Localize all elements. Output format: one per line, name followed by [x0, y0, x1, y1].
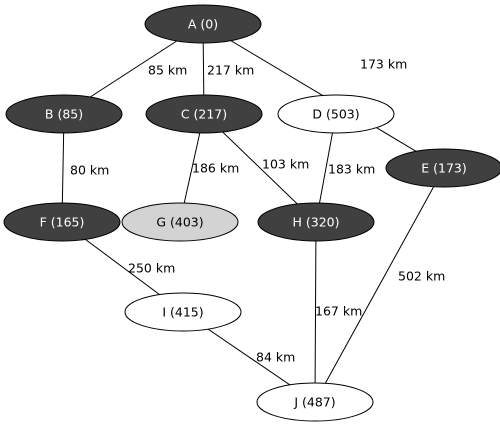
- node-label-d: D (503): [312, 107, 359, 122]
- node-b: B (85): [5, 94, 123, 134]
- node-shape-a: [144, 4, 262, 44]
- node-i: I (415): [124, 292, 242, 332]
- node-label-e: E (173): [421, 161, 466, 176]
- node-label-b: B (85): [45, 107, 83, 122]
- edge-label-f-i: 250 km: [128, 261, 175, 276]
- node-j: J (487): [256, 382, 374, 422]
- node-label-f: F (165): [40, 215, 85, 230]
- node-d: D (503): [277, 94, 395, 134]
- edge-label-c-g: 186 km: [192, 161, 239, 176]
- node-label-h: H (320): [293, 215, 340, 230]
- node-shape-g: [121, 202, 239, 242]
- node-label-a: A (0): [188, 17, 218, 32]
- edge-label-i-j: 84 km: [256, 350, 295, 365]
- node-shape-e: [385, 148, 500, 188]
- edge-labels-layer: 85 km 217 km 173 km 80 km 186 km 103 km 183 km…: [70, 57, 445, 365]
- node-shape-b: [5, 94, 123, 134]
- edge-label-b-f: 80 km: [70, 163, 109, 178]
- node-label-c: C (217): [181, 107, 227, 122]
- node-label-i: I (415): [162, 305, 203, 320]
- node-shape-f: [3, 202, 121, 242]
- node-e: E (173): [385, 148, 500, 188]
- node-label-g: G (403): [156, 215, 203, 230]
- node-shape-c: [145, 94, 263, 134]
- edge-label-h-j: 167 km: [315, 304, 362, 319]
- node-shape-j: [256, 382, 374, 422]
- nodes-layer: A (0) B (85) C (217) D (503) E (173) F (165) G…: [3, 4, 500, 422]
- edge-h-j: [314, 221, 317, 403]
- edge-label-e-j: 502 km: [398, 269, 445, 284]
- node-c: C (217): [145, 94, 263, 134]
- node-label-j: J (487): [293, 395, 335, 410]
- edges-layer: [61, 23, 445, 403]
- edge-label-d-h: 183 km: [328, 162, 375, 177]
- edge-label-a-e: 173 km: [360, 57, 407, 72]
- node-a: A (0): [144, 4, 262, 44]
- node-shape-i: [124, 292, 242, 332]
- node-shape-d: [277, 94, 395, 134]
- node-g: G (403): [121, 202, 239, 242]
- edge-e-j: [314, 167, 445, 403]
- edge-label-c-h: 103 km: [262, 157, 309, 172]
- edge-label-a-b: 85 km: [148, 63, 187, 78]
- node-shape-h: [257, 202, 375, 242]
- node-h: H (320): [257, 202, 375, 242]
- edge-label-a-c: 217 km: [207, 63, 254, 78]
- node-f: F (165): [3, 202, 121, 242]
